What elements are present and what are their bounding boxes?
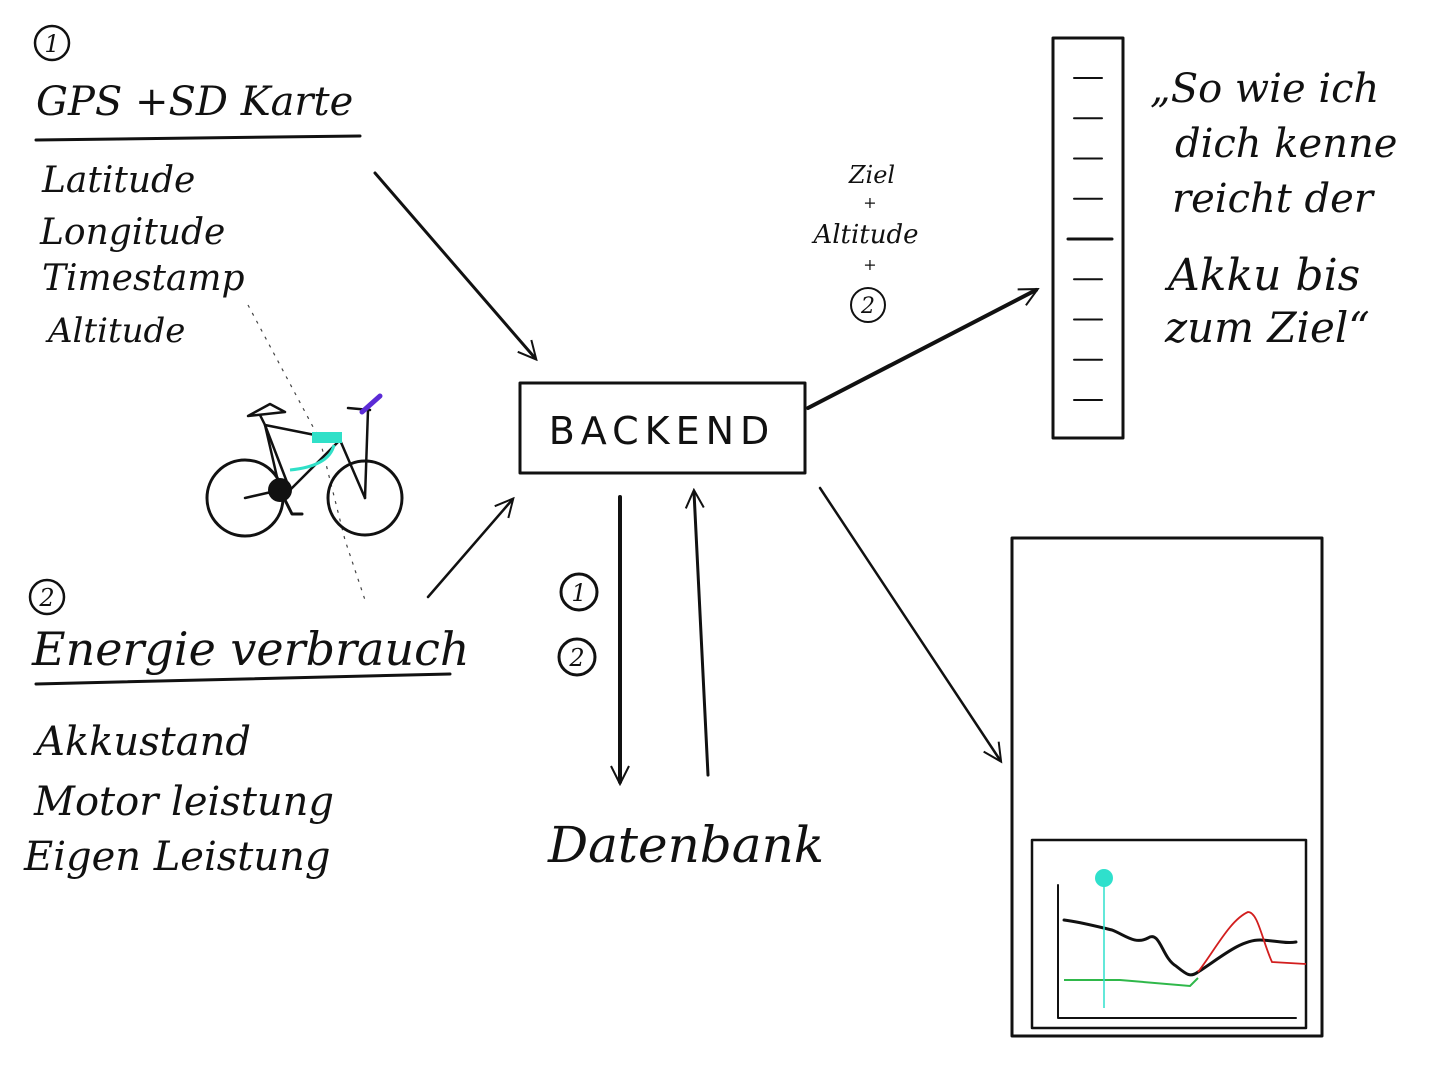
target-note: Ziel + Altitude + 2 — [811, 161, 919, 323]
display-frame — [1010, 536, 1324, 1038]
graph-black-line — [1062, 918, 1298, 977]
gps-item-longitude: Longitude — [39, 212, 225, 253]
flow-number-2: 2 — [568, 644, 584, 672]
arrow-backend-to-display — [818, 486, 1000, 760]
section-gps: 1 GPS +SD Karte Latitude Longitude Times… — [33, 24, 362, 351]
arrow-energy-to-backend — [426, 500, 512, 599]
quote-line-2: dich kenne — [1175, 121, 1397, 167]
dotted-guide-line — [247, 304, 366, 601]
quote-line-3: reicht der — [1172, 176, 1376, 222]
arrow-backend-to-gauge — [806, 288, 1036, 410]
battery-accent — [312, 432, 342, 443]
quote-line-1: „So wie ich — [1150, 66, 1379, 112]
gps-item-latitude: Latitude — [41, 160, 195, 201]
section-number-circle — [33, 24, 71, 62]
section-number-circle — [28, 578, 66, 616]
database-label: Datenbank — [547, 816, 824, 874]
target-note-ziel: Ziel — [848, 161, 895, 189]
gps-item-altitude: Altitude — [45, 311, 185, 351]
target-note-number: 2 — [860, 294, 875, 319]
battery-gauge — [1051, 36, 1125, 440]
database-flow-numbers: 1 2 — [557, 572, 599, 677]
energy-item-akkustand: Akkustand — [32, 719, 251, 765]
graph-green-line — [1064, 977, 1199, 988]
target-note-plus: + — [863, 193, 876, 212]
backend-label: BACKEND — [549, 409, 776, 453]
target-note-plus: + — [863, 255, 876, 274]
handlebar-accent — [359, 393, 383, 415]
energy-item-motorleistung: Motor leistung — [33, 779, 334, 825]
quote: „So wie ich dich kenne reicht der Akku b… — [1150, 66, 1397, 352]
quote-line-5: zum Ziel“ — [1164, 303, 1370, 352]
title-underline — [34, 672, 452, 686]
arrow-database-to-backend — [694, 492, 710, 777]
graph-marker-dot — [1095, 869, 1113, 887]
backend-node: BACKEND — [518, 381, 807, 475]
section-energy: 2 Energie verbrauch Akkustand Motor leis… — [23, 578, 470, 880]
bicycle-icon — [205, 393, 404, 538]
title-underline — [34, 134, 362, 142]
section-title: GPS +SD Karte — [36, 79, 353, 125]
section-title: Energie verbrauch — [31, 622, 470, 676]
section-number: 2 — [38, 584, 54, 612]
graph-axes — [1057, 884, 1297, 1019]
graph-frame — [1030, 838, 1308, 1030]
display-mockup — [1010, 536, 1324, 1038]
gps-item-timestamp: Timestamp — [42, 258, 245, 299]
target-note-altitude: Altitude — [811, 220, 918, 250]
energy-item-eigenleistung: Eigen Leistung — [23, 834, 331, 880]
quote-line-4: Akku bis — [1164, 250, 1360, 301]
arrow-gps-to-backend — [373, 171, 535, 358]
gauge-frame — [1051, 36, 1125, 440]
flow-number-1: 1 — [571, 579, 586, 607]
graph-red-line — [1197, 911, 1307, 973]
backend-box — [518, 381, 807, 475]
section-number: 1 — [44, 30, 59, 58]
